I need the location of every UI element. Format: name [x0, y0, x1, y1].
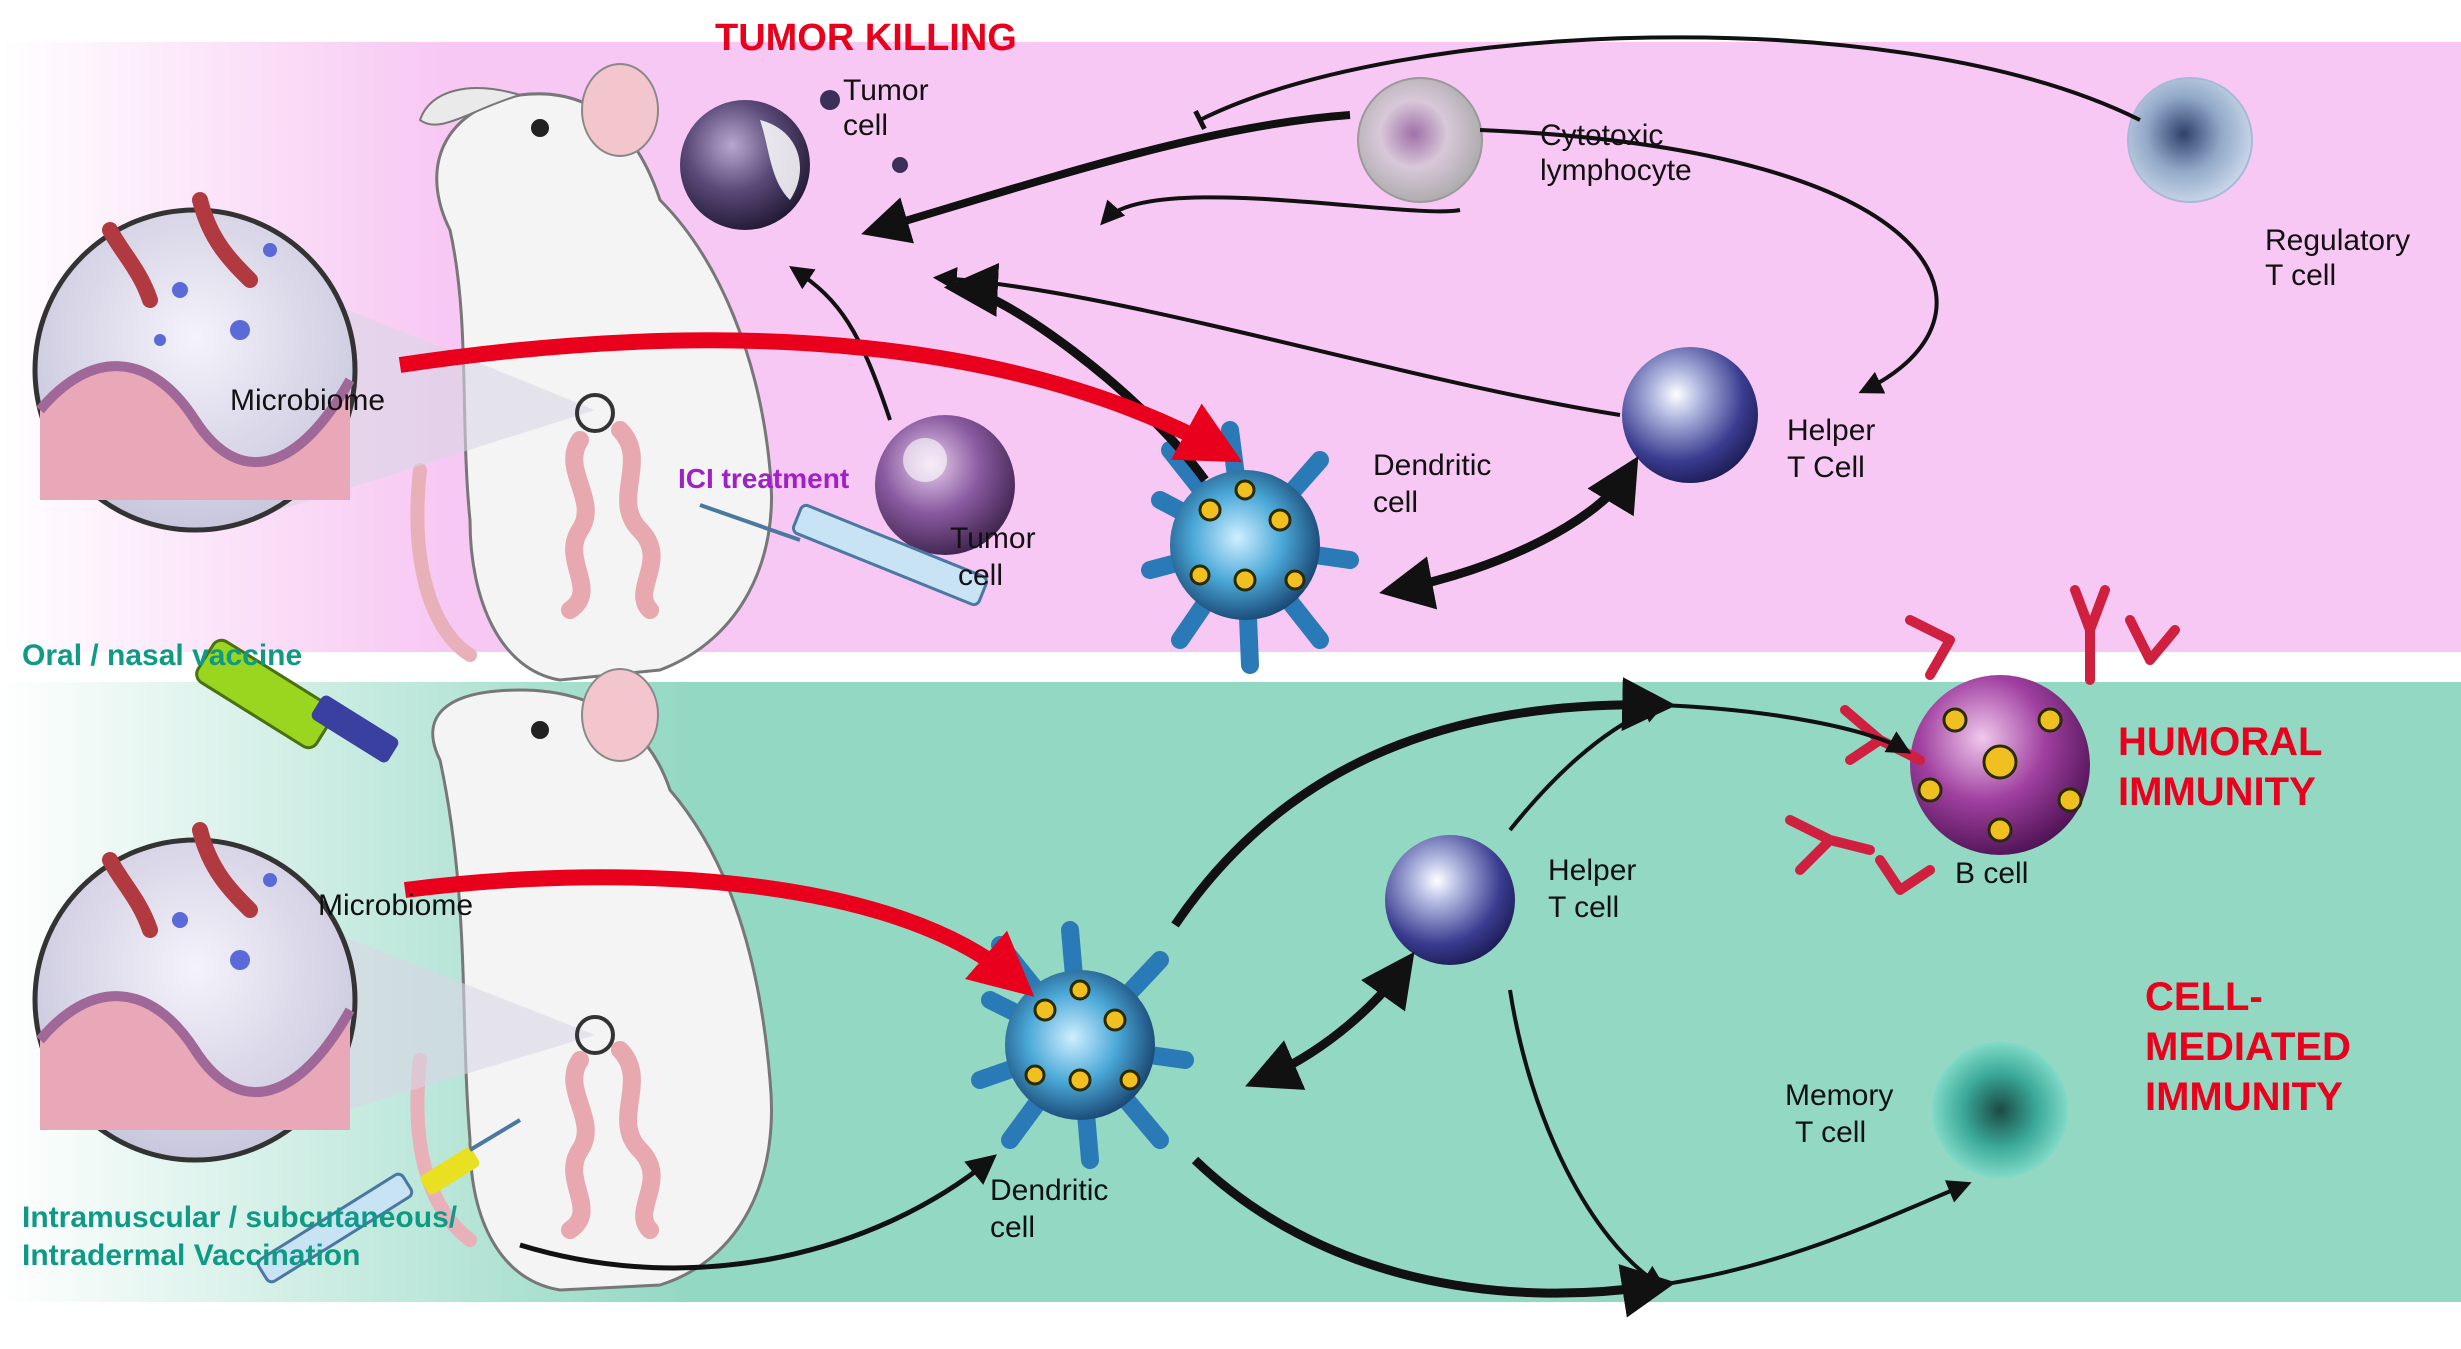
oral-nasal-vaccine-vial — [195, 638, 399, 763]
bottom-microbiome-red-arrow — [403, 869, 1035, 997]
memory-label-1: Memory — [1785, 1079, 1893, 1112]
tumor-cell-top-label-1: Tumor — [843, 74, 929, 107]
cytotoxic-label-1: Cytotoxic — [1540, 119, 1663, 152]
cell-mediated-label-2: MEDIATED — [2145, 1025, 2351, 1069]
b-cell-label: B cell — [1955, 857, 2028, 890]
top-arrows — [789, 35, 2141, 610]
helper-t-cell-top — [1622, 347, 1758, 483]
helper-bottom-label-1: Helper — [1548, 854, 1636, 887]
cytotoxic-label-2: lymphocyte — [1540, 154, 1692, 187]
top-microbiome-label: Microbiome — [230, 384, 385, 417]
tumor-cell-bottom-label-2: cell — [958, 559, 1003, 592]
memory-label-2: T cell — [1795, 1116, 1866, 1149]
bottom-microbiome-lens — [32, 822, 615, 1163]
tumor-cell-bottom — [875, 415, 1015, 555]
tumor-cell-top-label-2: cell — [843, 109, 888, 142]
ici-treatment-label: ICI treatment — [678, 463, 849, 494]
bottom-microbiome-label: Microbiome — [318, 889, 473, 922]
helper-top-label-1: Helper — [1787, 414, 1875, 447]
top-microbiome-red-arrow — [398, 332, 1243, 463]
humoral-label-1: HUMORAL — [2118, 720, 2322, 764]
regulatory-t-cell — [2127, 77, 2253, 203]
helper-t-cell-bottom — [1385, 835, 1515, 965]
dendritic-bottom-label-2: cell — [990, 1211, 1035, 1244]
top-microbiome-lens — [32, 192, 615, 533]
dendritic-bottom-label-1: Dendritic — [990, 1174, 1108, 1207]
cell-mediated-label-3: IMMUNITY — [2145, 1075, 2343, 1119]
intramuscular-syringe — [256, 1118, 522, 1284]
ici-syringe — [699, 503, 989, 607]
humoral-label-2: IMMUNITY — [2118, 770, 2316, 814]
bottom-arrows — [519, 677, 1972, 1318]
intramuscular-label-1: Intramuscular / subcutaneous/ — [22, 1201, 458, 1234]
intramuscular-label-2: Intradermal Vaccination — [22, 1239, 360, 1272]
tumor-cell-bottom-label-1: Tumor — [950, 522, 1036, 555]
memory-t-cell — [1932, 1042, 2068, 1178]
cell-mediated-label-1: CELL- — [2145, 975, 2263, 1019]
tumor-killing-title: TUMOR KILLING — [715, 17, 1017, 59]
regulatory-label-2: T cell — [2265, 259, 2336, 292]
bottom-rat — [410, 668, 773, 1292]
dendritic-cell-top — [1141, 421, 1359, 674]
dendritic-top-label-1: Dendritic — [1373, 449, 1491, 482]
oral-nasal-vaccine-label: Oral / nasal vaccine — [22, 639, 302, 672]
tumor-cell-top — [680, 90, 908, 230]
dendritic-cell-bottom — [971, 921, 1194, 1169]
helper-top-label-2: T Cell — [1787, 451, 1865, 484]
cytotoxic-lymphocyte-cell — [1357, 77, 1483, 203]
regulatory-label-1: Regulatory — [2265, 224, 2410, 257]
helper-bottom-label-2: T cell — [1548, 891, 1619, 924]
top-rat — [410, 63, 773, 682]
dendritic-top-label-2: cell — [1373, 486, 1418, 519]
